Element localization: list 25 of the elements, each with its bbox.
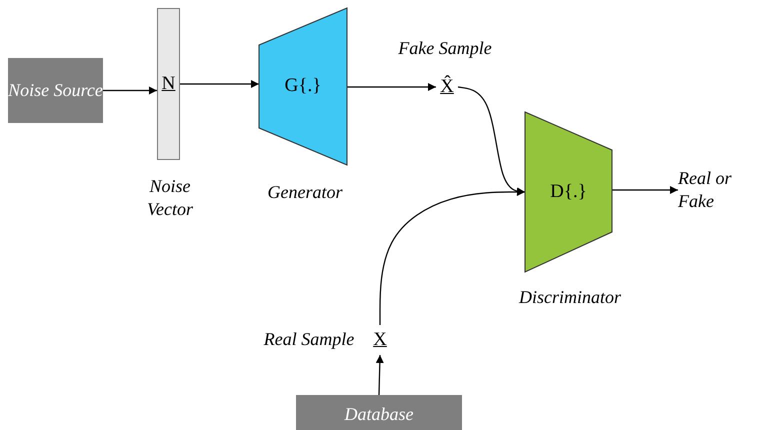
- node-label: Real Sample: [262, 328, 356, 350]
- source-box: [296, 395, 462, 430]
- trapezoid-block: [525, 112, 612, 272]
- box-label: Database: [344, 404, 414, 426]
- node-label: Discriminator: [518, 286, 622, 308]
- arrow: [180, 80, 259, 88]
- variable-label: X̂: [436, 72, 458, 102]
- variable-label: X: [370, 325, 390, 355]
- source-box: [8, 58, 103, 123]
- arrow: [612, 186, 678, 194]
- arrow: [376, 354, 384, 396]
- node-label: Generator: [266, 181, 344, 204]
- block-label: G{.}: [284, 75, 322, 98]
- arrow: [379, 188, 525, 325]
- output-label: Real or Fake: [678, 165, 762, 215]
- box-label: Noise Source: [8, 80, 103, 102]
- node-label: Noise Vector: [146, 175, 194, 220]
- vector-label: N: [162, 72, 176, 96]
- arrow: [347, 83, 436, 91]
- trapezoid-block: [259, 8, 347, 165]
- vector-bar: [157, 8, 180, 160]
- arrow: [458, 86, 526, 196]
- arrow: [103, 86, 157, 94]
- node-label: Fake Sample: [397, 37, 493, 60]
- block-label: D{.}: [550, 180, 587, 204]
